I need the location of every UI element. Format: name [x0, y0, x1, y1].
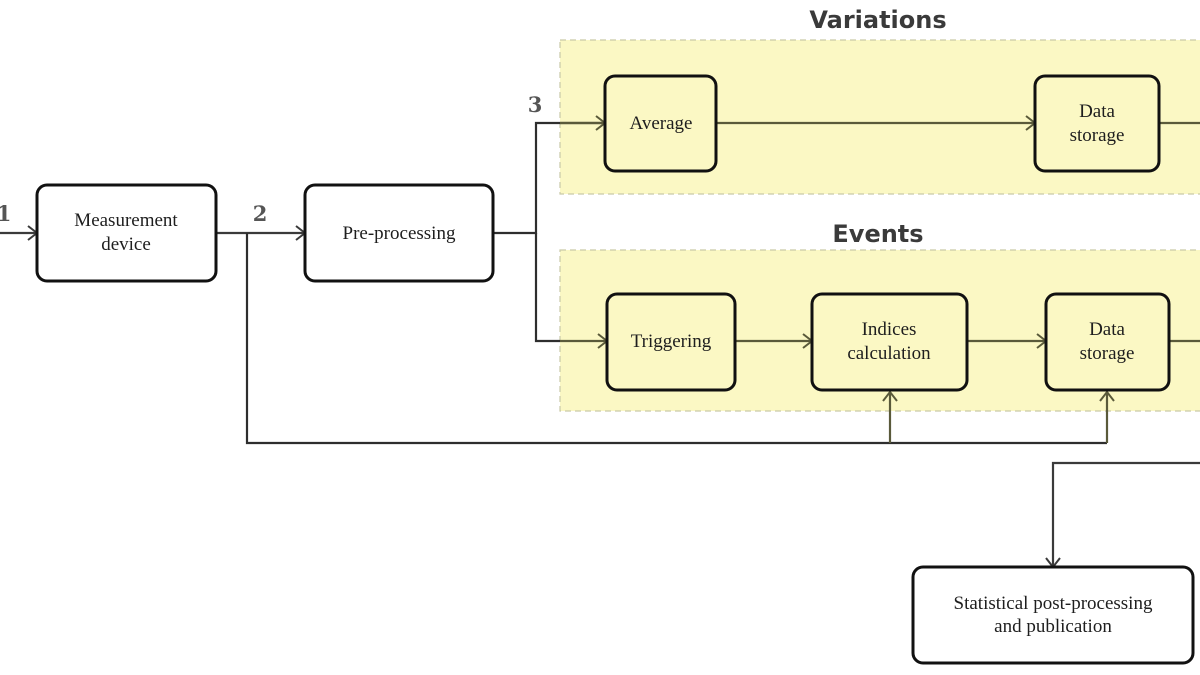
var-storage-line2: storage	[1070, 125, 1125, 146]
preprocessing-split-down	[534, 233, 560, 343]
average-node: Average	[603, 74, 718, 173]
measurement-line1: Measurement	[74, 210, 178, 231]
evt-storage-line1: Data	[1089, 319, 1125, 340]
statistical-line1: Statistical post-processing	[954, 593, 1153, 614]
preprocessing-label: Pre-processing	[343, 223, 456, 244]
statistical-postprocessing-node: Statistical post-processing and publicat…	[911, 565, 1195, 665]
stage-label-2: 2	[253, 201, 268, 226]
indices-line1: Indices	[862, 319, 917, 340]
preprocessing-node: Pre-processing	[303, 183, 495, 283]
measurement-device-node: Measurement device	[35, 183, 218, 283]
indices-calculation-node: Indices calculation	[810, 292, 969, 392]
measurement-line2: device	[101, 234, 151, 255]
bypass-line	[245, 233, 1107, 445]
variations-title: Variations	[809, 6, 946, 34]
variations-storage-node: Data storage	[1033, 74, 1161, 173]
var-storage-line1: Data	[1079, 101, 1115, 122]
average-label: Average	[630, 113, 693, 134]
stage-label-3: 3	[528, 92, 543, 117]
stage-label-1: 1	[0, 201, 11, 226]
events-title: Events	[832, 220, 923, 248]
statistical-line2: and publication	[994, 616, 1112, 637]
events-storage-node: Data storage	[1044, 292, 1171, 392]
triggering-node: Triggering	[605, 292, 737, 392]
indices-line2: calculation	[847, 343, 931, 364]
evt-storage-line2: storage	[1080, 343, 1135, 364]
triggering-label: Triggering	[631, 331, 712, 352]
storage-to-statistical	[1045, 461, 1200, 569]
